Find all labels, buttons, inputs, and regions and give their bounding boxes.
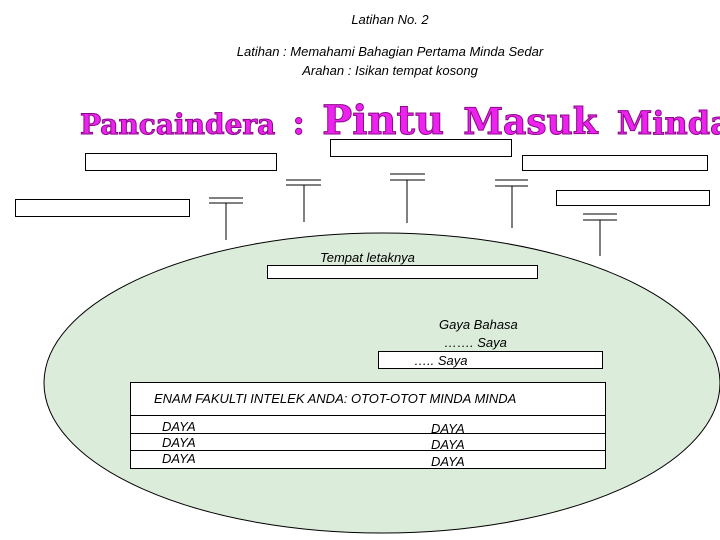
table-divider — [131, 433, 605, 434]
table-divider — [131, 415, 605, 416]
banner-word-colon: : — [292, 103, 305, 143]
banner-word-pintu: Pintu — [322, 97, 444, 144]
blank-answer-4[interactable] — [522, 155, 708, 171]
saya-blank[interactable] — [378, 351, 603, 369]
location-blank[interactable] — [267, 265, 538, 279]
blank-answer-2[interactable] — [15, 199, 190, 217]
banner-word-pancaindera: Pancaindera — [80, 108, 275, 141]
blank-answer-1[interactable] — [85, 153, 277, 171]
banner-title: Pancaindera : Pintu Masuk Minda — [80, 97, 720, 144]
blank-answer-3[interactable] — [330, 139, 512, 157]
saya-line-2: ….. Saya — [414, 353, 468, 368]
saya-line-1: ……. Saya — [444, 335, 507, 350]
daya-left-2: DAYA — [162, 435, 196, 450]
language-style-label: Gaya Bahasa — [439, 317, 518, 332]
daya-left-1: DAYA — [162, 419, 196, 434]
daya-right-3: DAYA — [431, 454, 465, 469]
location-label: Tempat letaknya — [320, 250, 415, 265]
table-divider — [131, 450, 605, 451]
instruction-text: Arahan : Isikan tempat kosong — [302, 63, 478, 78]
daya-right-1: DAYA — [431, 421, 465, 436]
lesson-number: Latihan No. 2 — [351, 12, 429, 27]
lesson-title: Latihan : Memahami Bahagian Pertama Mind… — [236, 44, 544, 59]
faculty-table — [130, 382, 606, 469]
sense-connectors — [209, 173, 617, 256]
banner-word-minda: Minda — [617, 104, 720, 142]
daya-right-2: DAYA — [431, 437, 465, 452]
daya-left-3: DAYA — [162, 451, 196, 466]
faculty-heading: ENAM FAKULTI INTELEK ANDA: OTOT-OTOT MIN… — [154, 391, 517, 406]
banner-word-masuk: Masuk — [463, 101, 599, 143]
blank-answer-5[interactable] — [556, 190, 710, 206]
